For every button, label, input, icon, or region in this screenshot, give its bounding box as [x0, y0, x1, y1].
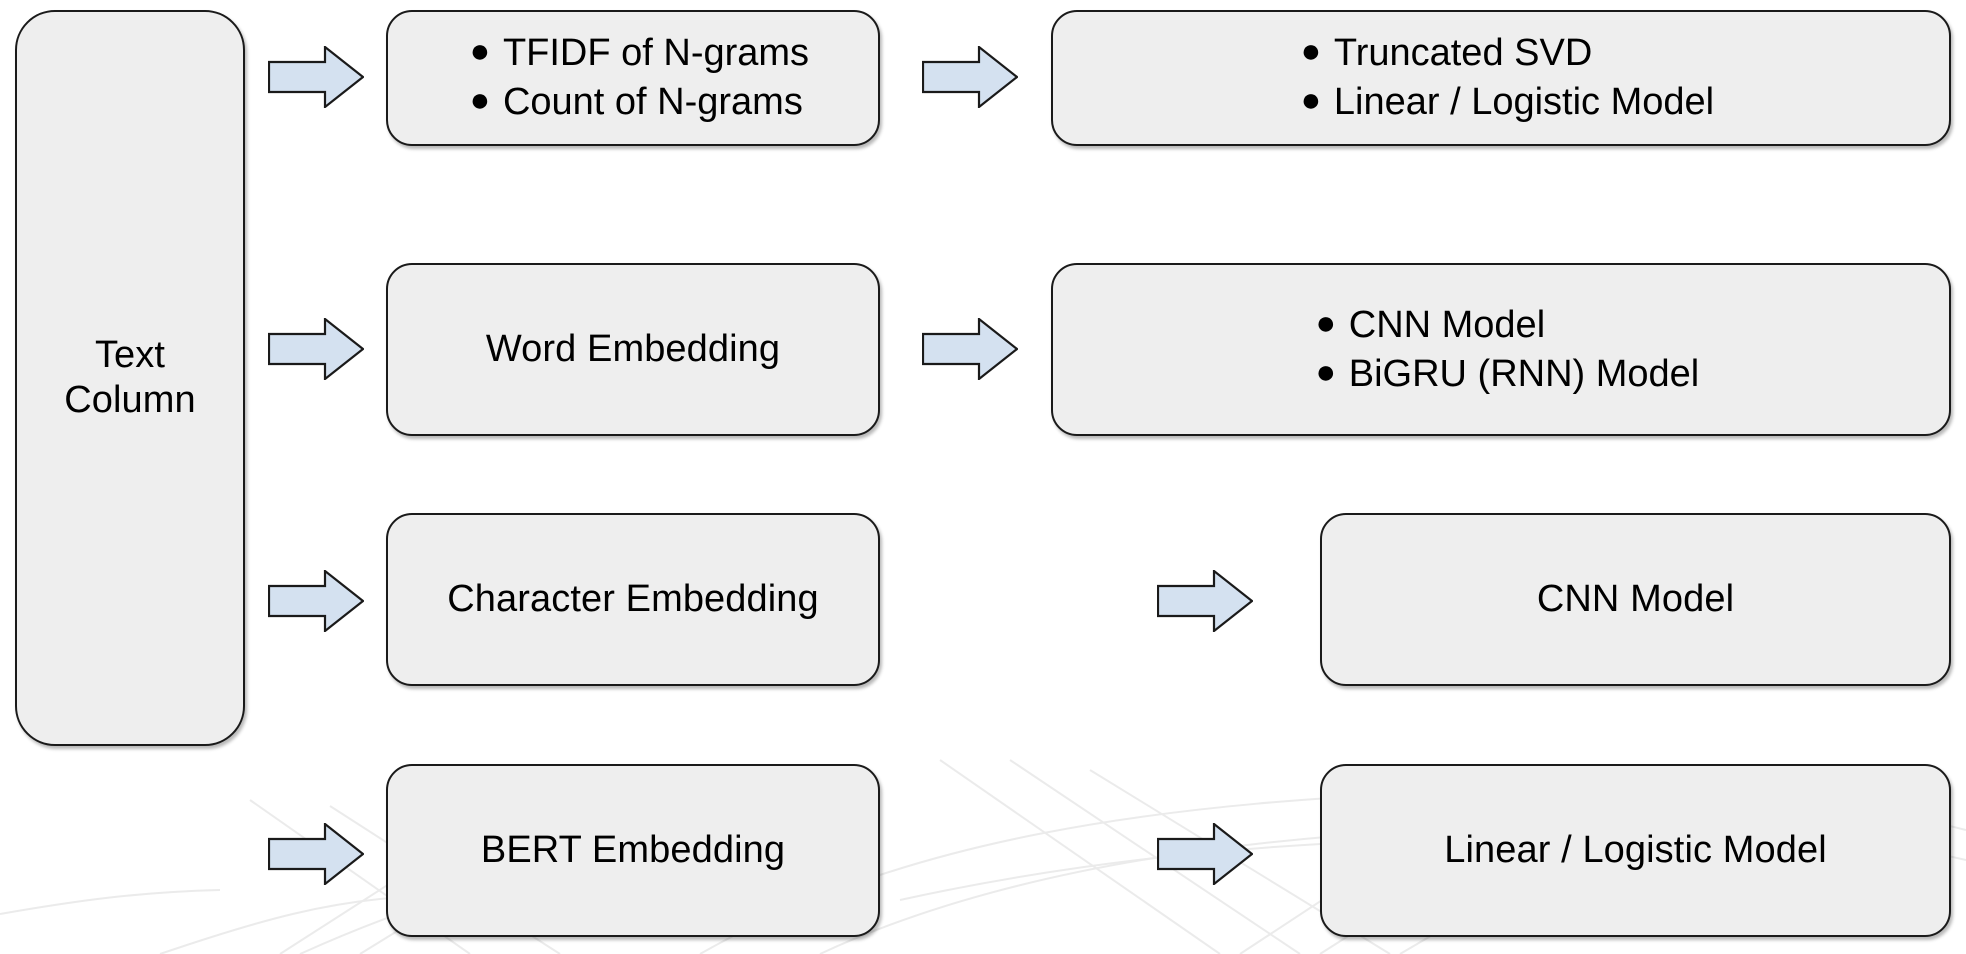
source-box-label: Text Column	[64, 334, 196, 421]
list-item-label: CNN Model	[1348, 303, 1546, 346]
feature-box-label-row4: BERT Embedding	[480, 829, 786, 872]
arrow-right-icon-row3-source-to-feature	[268, 570, 364, 632]
arrow-right-icon-row2-feature-to-model	[922, 318, 1018, 380]
list-item: ● Count of N-grams	[457, 78, 809, 127]
feature-bullet-list-row1: ● TFIDF of N-grams ● Count of N-grams	[457, 29, 809, 126]
arrow-right-icon-row1-source-to-feature	[268, 46, 364, 108]
list-item: ● Truncated SVD	[1288, 29, 1714, 78]
bullet-dot-icon: ●	[469, 32, 491, 71]
feature-box-label-row3: Character Embedding	[447, 578, 819, 621]
bullet-dot-icon: ●	[1300, 32, 1322, 71]
list-item-label: Linear / Logistic Model	[1333, 81, 1715, 123]
model-bullet-list-row2: ● CNN Model ● BiGRU (RNN) Model	[1303, 301, 1699, 398]
list-item: ● Linear / Logistic Model	[1288, 78, 1715, 127]
list-item: ● TFIDF of N-grams	[457, 29, 809, 78]
feature-box-label-row2: Word Embedding	[485, 328, 781, 371]
model-box-row1[interactable]: ● Truncated SVD ● Linear / Logistic Mode…	[1051, 10, 1951, 146]
arrow-right-icon-row4-source-to-feature	[268, 823, 364, 885]
bullet-dot-icon: ●	[469, 81, 491, 119]
model-box-label-row4: Linear / Logistic Model	[1444, 829, 1827, 872]
list-item-label: Truncated SVD	[1333, 32, 1593, 75]
model-box-row2[interactable]: ● CNN Model ● BiGRU (RNN) Model	[1051, 263, 1951, 436]
arrow-right-icon-row2-source-to-feature	[268, 318, 364, 380]
arrow-right-icon-row3-feature-to-model	[1157, 570, 1253, 632]
arrow-right-icon-row4-feature-to-model	[1157, 823, 1253, 885]
list-item-label: Count of N-grams	[502, 81, 803, 123]
feature-box-row4[interactable]: BERT Embedding	[386, 764, 880, 937]
bullet-dot-icon: ●	[1315, 303, 1337, 342]
source-box-text-column[interactable]: Text Column	[15, 10, 245, 746]
bullet-dot-icon: ●	[1300, 81, 1322, 119]
feature-box-row2[interactable]: Word Embedding	[386, 263, 880, 436]
list-item: ● BiGRU (RNN) Model	[1303, 350, 1699, 399]
list-item-label: BiGRU (RNN) Model	[1348, 352, 1700, 395]
bullet-dot-icon: ●	[1315, 352, 1337, 391]
model-bullet-list-row1: ● Truncated SVD ● Linear / Logistic Mode…	[1288, 29, 1715, 127]
model-box-label-row3: CNN Model	[1536, 578, 1735, 621]
feature-box-row1[interactable]: ● TFIDF of N-grams ● Count of N-grams	[386, 10, 880, 146]
model-box-row4[interactable]: Linear / Logistic Model	[1320, 764, 1951, 937]
feature-box-row3[interactable]: Character Embedding	[386, 513, 880, 686]
arrow-right-icon-row1-feature-to-model	[922, 46, 1018, 108]
model-box-row3[interactable]: CNN Model	[1320, 513, 1951, 686]
list-item-label: TFIDF of N-grams	[502, 32, 810, 75]
list-item: ● CNN Model	[1303, 301, 1699, 350]
